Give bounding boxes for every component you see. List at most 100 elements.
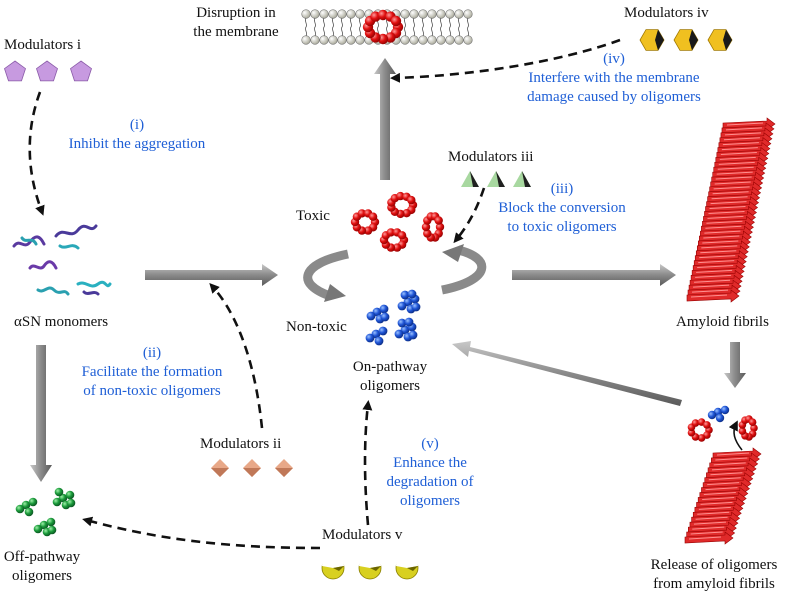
- fibril-strand: [686, 289, 740, 303]
- membrane-label: Disruption in the membrane: [186, 4, 286, 42]
- released-oligomers: [687, 405, 758, 442]
- pie-wedge-icon: [395, 555, 419, 580]
- toxic-oligomer: [387, 191, 418, 219]
- arrow-release-to-center: [452, 341, 682, 406]
- modulators-iv-label: Modulators iv: [624, 5, 709, 21]
- step-i-number: (i): [129, 117, 145, 133]
- non-toxic-label: Non-toxic: [286, 319, 347, 335]
- modulators-iii-label: Modulators iii: [448, 149, 534, 165]
- on-pathway-line2: oligomers: [360, 378, 420, 394]
- step-i-text: (i) Inhibit the aggregation: [42, 116, 232, 154]
- release-small-arrow: [728, 420, 743, 451]
- step-iii-text: (iii) Block the conversion to toxic olig…: [482, 180, 642, 237]
- step-v-line2: degradation of: [386, 474, 474, 490]
- step-ii-line2: of non-toxic oligomers: [83, 383, 221, 399]
- membrane-pore-oligomer: [362, 9, 404, 45]
- amyloid-fibrils-label: Amyloid fibrils: [676, 314, 769, 330]
- nontoxic-oligomer: [366, 304, 390, 324]
- dashed-arrow-v-left: [82, 516, 321, 550]
- arrow-monomers-to-oligomers: [145, 264, 278, 286]
- toxic-oligomer: [421, 212, 445, 242]
- step-i-line1: Inhibit the aggregation: [68, 136, 206, 152]
- hexagon-icon: [673, 29, 699, 51]
- nontoxic-oligomer: [397, 289, 421, 314]
- offpathway-oligomer: [33, 517, 57, 537]
- monomers-label: αSN monomers: [14, 314, 109, 330]
- modulators-iv-shapes: [639, 29, 733, 51]
- step-v-line3: oligomers: [400, 493, 460, 509]
- dashed-arrow-i: [28, 91, 45, 216]
- dashed-arrow-v-up: [362, 400, 373, 526]
- modulators-iii-shapes: [461, 171, 531, 187]
- release-line2: from amyloid fibrils: [653, 576, 775, 592]
- nontoxic-oligomer: [365, 326, 388, 346]
- modulators-i-label: Modulators i: [4, 37, 82, 53]
- dashed-arrow-ii: [209, 283, 264, 429]
- step-iii-line2: to toxic oligomers: [507, 219, 617, 235]
- on-pathway-label: On-pathway oligomers: [340, 358, 440, 396]
- diamond-icon: [275, 459, 293, 477]
- toxic-oligomer: [379, 228, 409, 252]
- released-toxic-oligomer: [738, 415, 758, 441]
- triangle-icon: [487, 171, 505, 187]
- pie-wedge-icon: [321, 555, 345, 580]
- offpathway-oligomers: [15, 487, 76, 537]
- membrane: [301, 9, 473, 45]
- step-ii-line1: Facilitate the formation: [81, 364, 223, 380]
- pentagon-icon: [36, 60, 58, 82]
- modulators-v-shapes: [321, 555, 419, 580]
- nontoxic-oligomers: [365, 289, 421, 346]
- arrow-oligomers-to-fibrils: [512, 264, 676, 286]
- amyloid-fibril-small: [684, 447, 762, 545]
- diamond-icon: [243, 459, 261, 477]
- step-ii-text: (ii) Facilitate the formation of non-tox…: [62, 344, 242, 401]
- step-v-line1: Enhance the: [393, 455, 467, 471]
- released-toxic-oligomer: [687, 418, 713, 442]
- off-pathway-line1: Off-pathway: [3, 549, 81, 565]
- nontoxic-oligomer: [394, 317, 418, 342]
- diamond-icon: [211, 459, 229, 477]
- on-pathway-line1: On-pathway: [352, 359, 428, 375]
- step-ii-number: (ii): [142, 345, 162, 361]
- off-pathway-line2: oligomers: [12, 568, 72, 584]
- toxic-label: Toxic: [296, 208, 330, 224]
- modulators-i-shapes: [4, 60, 92, 82]
- membrane-label-line1: Disruption in: [196, 5, 276, 21]
- release-label: Release of oligomers from amyloid fibril…: [636, 556, 792, 594]
- membrane-label-line2: the membrane: [193, 24, 279, 40]
- triangle-icon: [513, 171, 531, 187]
- amyloid-fibril-large: [686, 117, 776, 303]
- pentagon-icon: [70, 60, 92, 82]
- dashed-arrow-iii: [453, 187, 486, 244]
- fibril-strand: [684, 531, 734, 545]
- arrow-to-membrane: [374, 58, 396, 180]
- pentagon-icon: [4, 60, 26, 82]
- release-line1: Release of oligomers: [650, 557, 778, 573]
- step-iv-line2: damage caused by oligomers: [527, 89, 701, 105]
- modulators-ii-label: Modulators ii: [200, 436, 282, 452]
- released-nontoxic-oligomer: [707, 405, 730, 423]
- arrow-fibrils-down: [724, 342, 746, 388]
- step-iv-text: (iv) Interfere with the membrane damage …: [500, 50, 728, 107]
- off-pathway-label: Off-pathway oligomers: [2, 548, 82, 586]
- toxic-oligomers: [350, 191, 445, 252]
- arrow-to-off-pathway: [30, 345, 52, 482]
- toxic-oligomer: [350, 209, 380, 235]
- modulators-ii-shapes: [211, 459, 293, 477]
- equilibrium-arrows: [303, 244, 487, 302]
- step-iv-number: (iv): [603, 51, 625, 67]
- gray-arrows: [30, 58, 746, 482]
- hexagon-icon: [639, 29, 665, 51]
- hexagon-icon: [707, 29, 733, 51]
- offpathway-oligomer: [52, 487, 76, 510]
- dashed-arrows: [28, 38, 621, 550]
- monomer-strands: [12, 224, 112, 296]
- triangle-icon: [461, 171, 479, 187]
- step-iii-number: (iii): [550, 181, 574, 197]
- modulators-v-label: Modulators v: [322, 527, 403, 543]
- step-iv-line1: Interfere with the membrane: [528, 70, 700, 86]
- pie-wedge-icon: [358, 555, 382, 580]
- step-v-text: (v) Enhance the degradation of oligomers: [380, 435, 480, 511]
- step-v-number: (v): [421, 436, 439, 452]
